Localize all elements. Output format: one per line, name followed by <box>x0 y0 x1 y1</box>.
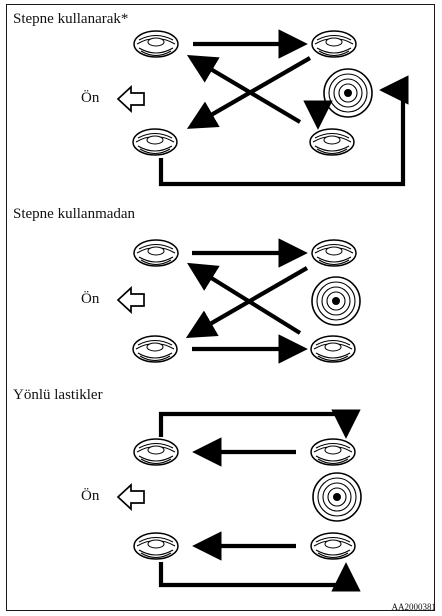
section-2-arrow-rear-right-to-front-left <box>187 262 302 335</box>
section-1-arrow-rear-left-to-spare <box>158 75 409 187</box>
section-3-tire-rear-left <box>133 532 179 560</box>
front-label-section-1: Ön <box>81 90 100 106</box>
section-3-tire-front-right <box>310 438 356 466</box>
section-1-arrow-rear-right-to-front-left <box>186 55 302 124</box>
section-3-arrow-front-left-to-front-right <box>158 409 361 439</box>
section-1-spare-tire <box>323 68 373 118</box>
section-2-arrow-front-right-to-rear-left <box>185 266 309 338</box>
section-1-arrow-front-right-to-rear-left <box>186 56 312 129</box>
section-title-with-spare: Stepne kullanarak* <box>13 11 129 27</box>
section-3-tire-rear-right <box>310 532 356 560</box>
section-1-tire-front-left <box>133 30 179 58</box>
section-1-tire-rear-right <box>309 128 355 156</box>
section-2-front-arrow-icon <box>116 286 145 314</box>
front-label-section-2: Ön <box>81 291 100 307</box>
section-2-tire-front-right <box>311 239 357 267</box>
section-2-tire-rear-left <box>132 335 178 363</box>
section-title-without-spare: Stepne kullanmadan <box>13 206 136 222</box>
section-1-tire-rear-left <box>132 128 178 156</box>
section-2-spare-tire <box>311 276 361 326</box>
section-3-front-arrow-icon <box>116 483 145 511</box>
section-3-arrow-rear-left-to-rear-right <box>158 562 361 592</box>
figure-code: AA2000381 <box>391 602 437 612</box>
section-1-tire-front-right <box>311 30 357 58</box>
diagram-frame <box>6 4 435 611</box>
section-2-tire-rear-right <box>310 335 356 363</box>
front-label-section-3: Ön <box>81 488 100 504</box>
section-1-front-arrow-icon <box>116 85 145 113</box>
section-3-spare-tire <box>312 472 362 522</box>
section-3-tire-front-left <box>133 438 179 466</box>
section-title-directional-tires: Yönlü lastikler <box>13 387 103 403</box>
section-2-tire-front-left <box>133 239 179 267</box>
